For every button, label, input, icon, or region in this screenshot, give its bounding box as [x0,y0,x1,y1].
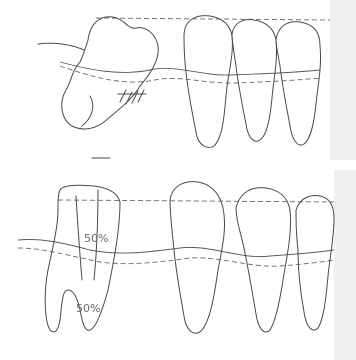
bottom-diagram: 50% 50% [0,170,356,360]
top-diagram [0,0,356,160]
crown-percent-label: 50% [84,232,108,245]
root-percent-label: 50% [76,302,100,315]
tilted-molar-with-premolars-icon [0,0,356,160]
molar-root-bone-support-icon: 50% 50% [0,170,356,360]
